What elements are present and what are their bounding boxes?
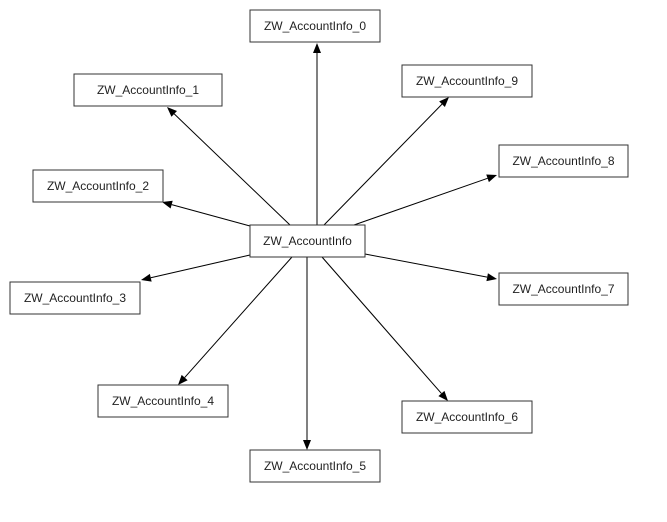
node-label: ZW_AccountInfo_5	[264, 459, 366, 473]
node-label: ZW_AccountInfo_6	[416, 410, 518, 424]
arrow-head-n7	[486, 273, 497, 282]
node-label: ZW_AccountInfo_9	[416, 74, 518, 88]
node-zw-accountinfo-6[interactable]: ZW_AccountInfo_6	[401, 400, 533, 434]
node-label: ZW_AccountInfo	[263, 234, 352, 248]
edge-center-to-n8	[353, 177, 488, 226]
node-zw-accountinfo-3[interactable]: ZW_AccountInfo_3	[9, 281, 141, 315]
node-zw-accountinfo-0[interactable]: ZW_AccountInfo_0	[249, 9, 381, 43]
node-zw-accountinfo-2[interactable]: ZW_AccountInfo_2	[32, 169, 164, 203]
node-zw-accountinfo-7[interactable]: ZW_AccountInfo_7	[498, 272, 629, 306]
edge-center-to-n3	[150, 254, 251, 279]
edge-center-to-n4	[184, 256, 293, 378]
edges-layer	[141, 43, 497, 450]
node-box	[32, 169, 164, 203]
node-label: ZW_AccountInfo_4	[112, 394, 214, 408]
arrow-head-n4	[178, 374, 188, 385]
arrow-head-n3	[141, 273, 152, 282]
node-label: ZW_AccountInfo_1	[97, 83, 199, 97]
node-box	[249, 449, 381, 483]
node-label: ZW_AccountInfo_7	[512, 282, 614, 296]
node-box	[73, 73, 223, 107]
node-box	[498, 272, 629, 306]
edge-center-to-n1	[173, 113, 291, 226]
node-box	[498, 144, 629, 178]
edge-center-to-n9	[323, 103, 443, 226]
nodes-layer: ZW_AccountInfo ZW_AccountInfo_0 ZW_Accou…	[9, 9, 629, 483]
node-zw-accountinfo-8[interactable]: ZW_AccountInfo_8	[498, 144, 629, 178]
arrow-head-n9	[439, 97, 449, 107]
node-zw-accountinfo-4[interactable]: ZW_AccountInfo_4	[97, 384, 229, 418]
node-label: ZW_AccountInfo_2	[47, 179, 149, 193]
edge-center-to-n6	[321, 256, 442, 394]
node-label: ZW_AccountInfo_8	[512, 154, 614, 168]
arrow-head-n2	[162, 200, 173, 209]
node-box	[249, 9, 381, 43]
arrow-head-n1	[167, 107, 177, 117]
node-label: ZW_AccountInfo_0	[264, 19, 366, 33]
node-box	[97, 384, 229, 418]
edge-center-to-n7	[364, 253, 488, 278]
node-zw-accountinfo-center[interactable]: ZW_AccountInfo	[249, 224, 366, 258]
node-zw-accountinfo-5[interactable]: ZW_AccountInfo_5	[249, 449, 381, 483]
arrow-head-n0	[313, 43, 321, 53]
node-label: ZW_AccountInfo_3	[24, 291, 126, 305]
node-box	[9, 281, 141, 315]
edge-center-to-n2	[171, 204, 251, 227]
arrow-head-n5	[303, 440, 311, 450]
node-box	[249, 224, 366, 258]
arrow-head-n8	[486, 174, 497, 183]
node-zw-accountinfo-9[interactable]: ZW_AccountInfo_9	[401, 64, 533, 98]
node-box	[401, 64, 533, 98]
arrow-head-n6	[438, 390, 448, 401]
node-zw-accountinfo-1[interactable]: ZW_AccountInfo_1	[73, 73, 223, 107]
node-box	[401, 400, 533, 434]
